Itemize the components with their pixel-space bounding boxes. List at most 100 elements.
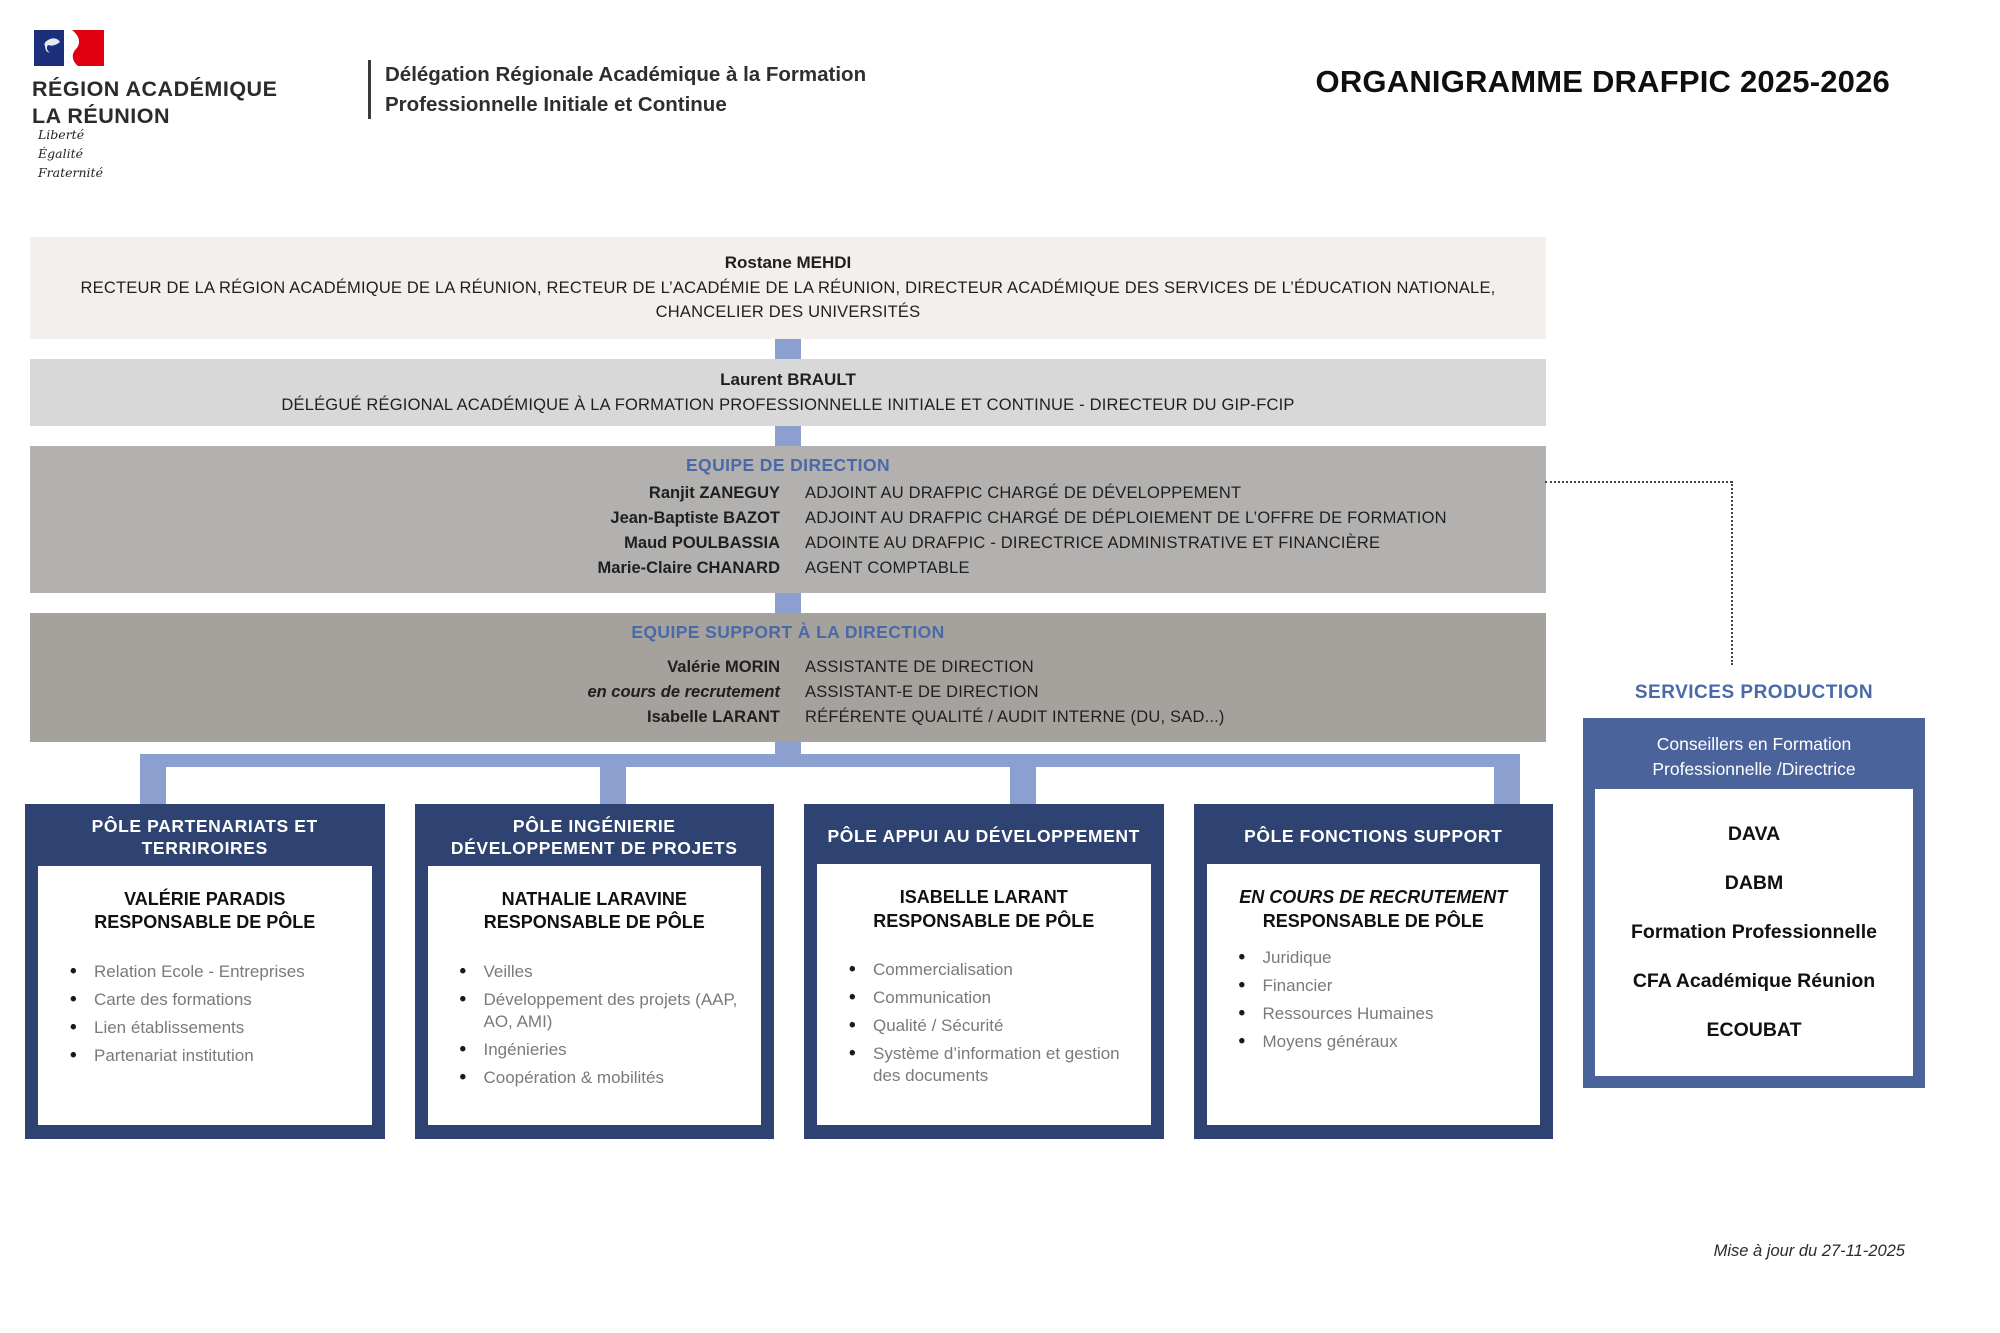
org-name-line1: RÉGION ACADÉMIQUE — [32, 77, 278, 101]
pole-title: PÔLE FONCTIONS SUPPORT — [1244, 826, 1503, 847]
pole-mission-item: Relation Ecole - Entreprises — [64, 960, 354, 985]
team-member-row: Ranjit ZANEGUY ADJOINT AU DRAFPIC CHARGÉ… — [50, 481, 1526, 506]
motto: Liberté Égalité Fraternité — [38, 126, 103, 182]
member-role: ASSISTANTE DE DIRECTION — [805, 658, 1034, 677]
rector-name: Rostane MEHDI — [724, 253, 852, 272]
pole-lead-role: RESPONSABLE DE PÔLE — [873, 910, 1095, 931]
org-name: RÉGION ACADÉMIQUE LA RÉUNION — [32, 76, 277, 130]
pole-title: PÔLE PARTENARIATS ET TERRIROIRES — [91, 816, 318, 859]
delegation-name: Délégation Régionale Académique à la For… — [368, 60, 867, 120]
services-production-subheading: Conseillers en Formation Professionnelle… — [1652, 734, 1856, 779]
pole-content: ISABELLE LARANT RESPONSABLE DE PÔLE Comm… — [817, 864, 1151, 1126]
delegation-line2: Professionnelle Initiale et Continue — [385, 92, 727, 116]
delegate-name: Laurent BRAULT — [720, 370, 856, 389]
pole-content: EN COURS DE RECRUTEMENT RESPONSABLE DE P… — [1206, 864, 1540, 1126]
pole-lead-name: NATHALIE LARAVINE — [501, 889, 687, 909]
dotted-connector-horizontal — [1545, 481, 1732, 483]
team-member-row: Isabelle LARANT RÉFÉRENTE QUALITÉ / AUDI… — [50, 705, 1526, 730]
pole-mission-item: Ressources Humaines — [1233, 1002, 1523, 1027]
pole-mission-item: Communication — [843, 986, 1133, 1011]
delegation-line1: Délégation Régionale Académique à la For… — [385, 63, 867, 86]
org-name-line2: LA RÉUNION — [32, 103, 170, 128]
page-title: ORGANIGRAMME DRAFPIC 2025-2026 — [1315, 64, 1890, 99]
pole-mission-item: Partenariat institution — [64, 1044, 354, 1069]
pole-mission-item: Système d’information et gestion des doc… — [843, 1042, 1133, 1087]
connector-drop — [1494, 754, 1520, 805]
poles-row: PÔLE PARTENARIATS ET TERRIROIRES VALÉRIE… — [25, 804, 1553, 1140]
support-team-heading: EQUIPE SUPPORT À LA DIRECTION — [631, 622, 945, 643]
connector-drop — [140, 754, 166, 805]
rector-role: RECTEUR DE LA RÉGION ACADÉMIQUE DE LA RÉ… — [80, 278, 1496, 322]
vertical-connector — [775, 593, 801, 614]
pole-mission-item: Veilles — [454, 960, 744, 985]
member-role: ADJOINT AU DRAFPIC CHARGÉ DE DÉVELOPPEME… — [805, 484, 1242, 503]
services-production-list: DAVA DABM Formation Professionnelle CFA … — [1595, 789, 1913, 1076]
pole-mission-item: Qualité / Sécurité — [843, 1014, 1133, 1039]
services-production-heading: SERVICES PRODUCTION — [1634, 682, 1874, 703]
pole-ingenierie-card: PÔLE INGÉNIERIE DÉVELOPPEMENT DE PROJETS… — [414, 804, 774, 1140]
pole-mission-item: Juridique — [1233, 946, 1523, 971]
team-member-row: en cours de recrutement ASSISTANT-E DE D… — [50, 680, 1526, 705]
pole-lead-name: ISABELLE LARANT — [899, 887, 1068, 908]
team-member-row: Valérie MORIN ASSISTANTE DE DIRECTION — [50, 655, 1526, 680]
team-member-row: Maud POULBASSIA ADOINTE AU DRAFPIC - DIR… — [50, 531, 1526, 556]
delegate-role: DÉLÉGUÉ RÉGIONAL ACADÉMIQUE À LA FORMATI… — [281, 395, 1295, 414]
pole-mission-item: Commercialisation — [843, 958, 1133, 983]
direction-team-heading: EQUIPE DE DIRECTION — [685, 455, 890, 476]
pole-mission-item: Moyens généraux — [1233, 1030, 1523, 1055]
member-name: Valérie MORIN — [667, 658, 780, 677]
connector-drop — [1010, 754, 1036, 805]
pole-partenariats-card: PÔLE PARTENARIATS ET TERRIROIRES VALÉRIE… — [25, 804, 385, 1140]
connector-stub — [775, 742, 801, 757]
pole-fonctions-support-card: PÔLE FONCTIONS SUPPORT EN COURS DE RECRU… — [1193, 804, 1553, 1140]
rector-box: Rostane MEHDI RECTEUR DE LA RÉGION ACADÉ… — [30, 237, 1546, 339]
service-item: DAVA — [1727, 823, 1781, 845]
pole-lead-role: RESPONSABLE DE PÔLE — [483, 912, 705, 933]
motto-line2: Égalité — [38, 145, 83, 161]
pole-mission-item: Développement des projets (AAP, AO, AMI) — [454, 988, 744, 1033]
french-republic-flag-icon — [32, 30, 106, 77]
pole-mission-list: Veilles Développement des projets (AAP, … — [454, 960, 744, 1091]
direction-team-box: EQUIPE DE DIRECTION Ranjit ZANEGUY ADJOI… — [30, 446, 1546, 594]
service-item: Formation Professionnelle — [1631, 921, 1877, 943]
pole-content: VALÉRIE PARADIS RESPONSABLE DE PÔLE Rela… — [38, 866, 372, 1126]
member-role: ASSISTANT-E DE DIRECTION — [805, 683, 1039, 702]
member-name: Ranjit ZANEGUY — [648, 484, 780, 503]
pole-title: PÔLE INGÉNIERIE DÉVELOPPEMENT DE PROJETS — [450, 816, 738, 859]
member-name: Maud POULBASSIA — [624, 534, 780, 553]
vertical-connector — [775, 339, 801, 359]
pole-lead-role: RESPONSABLE DE PÔLE — [94, 912, 316, 933]
team-member-row: Marie-Claire CHANARD AGENT COMPTABLE — [50, 556, 1526, 581]
branch-connector-tree — [30, 742, 1546, 805]
org-chart-main-column: Rostane MEHDI RECTEUR DE LA RÉGION ACADÉ… — [25, 237, 1553, 1140]
motto-line3: Fraternité — [38, 164, 103, 180]
member-name: Isabelle LARANT — [647, 708, 780, 727]
pole-mission-item: Carte des formations — [64, 988, 354, 1013]
pole-appui-card: PÔLE APPUI AU DÉVELOPPEMENT ISABELLE LAR… — [804, 804, 1164, 1140]
team-member-row: Jean-Baptiste BAZOT ADJOINT AU DRAFPIC C… — [50, 506, 1526, 531]
support-team-box: EQUIPE SUPPORT À LA DIRECTION Valérie MO… — [30, 613, 1546, 743]
vertical-connector — [775, 426, 801, 447]
service-item: ECOUBAT — [1706, 1019, 1802, 1041]
member-role: ADJOINT AU DRAFPIC CHARGÉ DE DÉPLOIEMENT… — [805, 509, 1447, 528]
delegate-box: Laurent BRAULT DÉLÉGUÉ RÉGIONAL ACADÉMIQ… — [30, 359, 1546, 427]
member-role: ADOINTE AU DRAFPIC - DIRECTRICE ADMINIST… — [805, 534, 1381, 553]
connector-horizontal-bar — [140, 754, 1520, 768]
pole-mission-list: Relation Ecole - Entreprises Carte des f… — [64, 960, 354, 1069]
pole-mission-list: Juridique Financier Ressources Humaines … — [1233, 946, 1523, 1055]
pole-mission-item: Lien établissements — [64, 1016, 354, 1041]
pole-lead-name: VALÉRIE PARADIS — [124, 889, 286, 909]
pole-mission-list: Commercialisation Communication Qualité … — [843, 958, 1133, 1087]
member-role: AGENT COMPTABLE — [805, 559, 970, 578]
pole-lead-role: RESPONSABLE DE PÔLE — [1262, 910, 1484, 931]
member-name: en cours de recrutement — [587, 683, 780, 702]
last-updated-note: Mise à jour du 27-11-2025 — [1713, 1242, 1905, 1260]
member-name: Jean-Baptiste BAZOT — [610, 509, 780, 528]
pole-mission-item: Ingénieries — [454, 1038, 744, 1063]
pole-title: PÔLE APPUI AU DÉVELOPPEMENT — [827, 826, 1140, 847]
motto-line1: Liberté — [38, 127, 85, 142]
service-item: DABM — [1724, 872, 1784, 894]
services-production-card: Conseillers en Formation Professionnelle… — [1583, 718, 1925, 1088]
member-name: Marie-Claire CHANARD — [597, 559, 780, 578]
